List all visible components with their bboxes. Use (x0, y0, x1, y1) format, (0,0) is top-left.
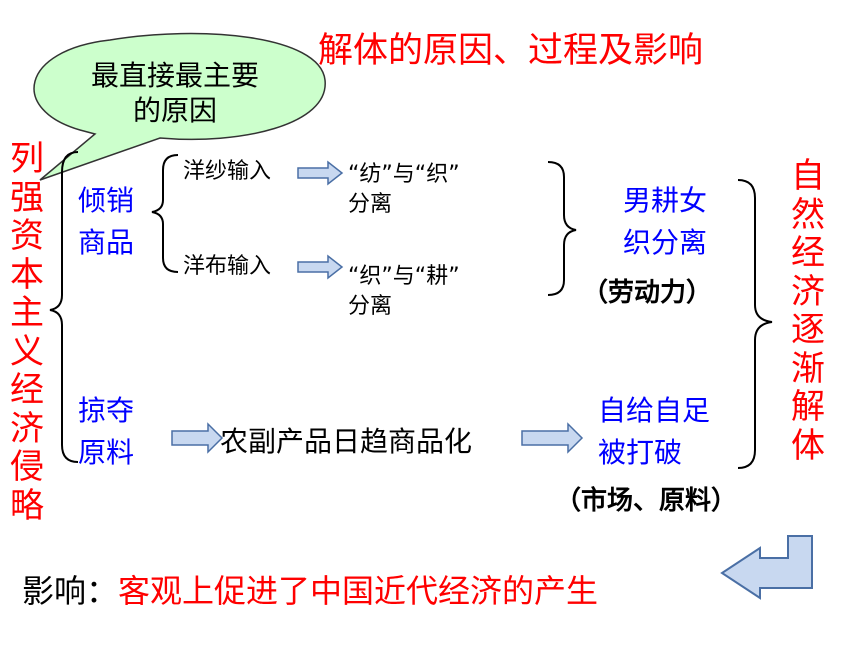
plunder-line-1: 掠夺 (78, 394, 135, 427)
dump-goods-label: 倾销 商品 (78, 180, 134, 264)
spin-weave-line-2: 分离 (348, 192, 393, 217)
self-sufficiency-line-2: 被打破 (598, 436, 683, 469)
right-vertical-label: 自然经济逐渐解体 (791, 156, 825, 466)
spin-weave-separation: “纺”与“织” 分离 (348, 160, 460, 220)
dump-goods-brace (151, 154, 179, 273)
weave-farm-line-2: 分离 (348, 294, 393, 319)
arrow-cloth (297, 254, 344, 280)
gender-split-line-1: 男耕女 (622, 184, 707, 217)
yarn-input: 洋纱输入 (183, 159, 272, 184)
weave-farm-line-1: “织”与“耕” (348, 264, 460, 289)
arrow-plunder (171, 422, 224, 454)
gender-labor-split: 男耕女 织分离 (610, 180, 720, 264)
bubble-text: 最直接最主要 的原因 (70, 58, 280, 128)
separation-right-brace (547, 161, 577, 296)
page-title: 解体的原因、过程及影响 (318, 31, 704, 71)
big-right-brace (737, 179, 773, 469)
main-left-brace (49, 151, 79, 463)
bubble-line-1: 最直接最主要 (90, 59, 259, 92)
spin-weave-line-1: “纺”与“织” (348, 162, 460, 187)
return-arrow-icon (720, 535, 813, 600)
arrow-yarn (297, 160, 344, 186)
weave-farm-separation: “织”与“耕” 分离 (348, 262, 460, 322)
dump-goods-line-1: 倾销 (78, 184, 135, 217)
market-note: （市场、原料） (555, 486, 738, 516)
speech-bubble (33, 32, 326, 181)
labor-note: （劳动力） (582, 278, 713, 308)
impact-statement: 影响：客观上促进了中国近代经济的产生 (22, 566, 598, 612)
commercialization-text: 农副产品日趋商品化 (220, 425, 473, 458)
bubble-line-2: 的原因 (132, 94, 217, 127)
self-sufficiency-line-1: 自给自足 (598, 394, 711, 427)
impact-label: 影响： (22, 572, 119, 610)
dump-goods-line-2: 商品 (78, 226, 135, 259)
impact-text: 客观上促进了中国近代经济的产生 (118, 572, 599, 610)
self-sufficiency-broken: 自给自足 被打破 (598, 390, 710, 474)
plunder-line-2: 原料 (78, 436, 135, 469)
gender-split-line-2: 织分离 (622, 226, 707, 259)
left-vertical-label: 列强资本主义经济侵略 (10, 139, 44, 526)
cloth-input: 洋布输入 (183, 254, 272, 279)
arrow-commercialization (521, 422, 584, 454)
plunder-label: 掠夺 原料 (78, 390, 134, 474)
